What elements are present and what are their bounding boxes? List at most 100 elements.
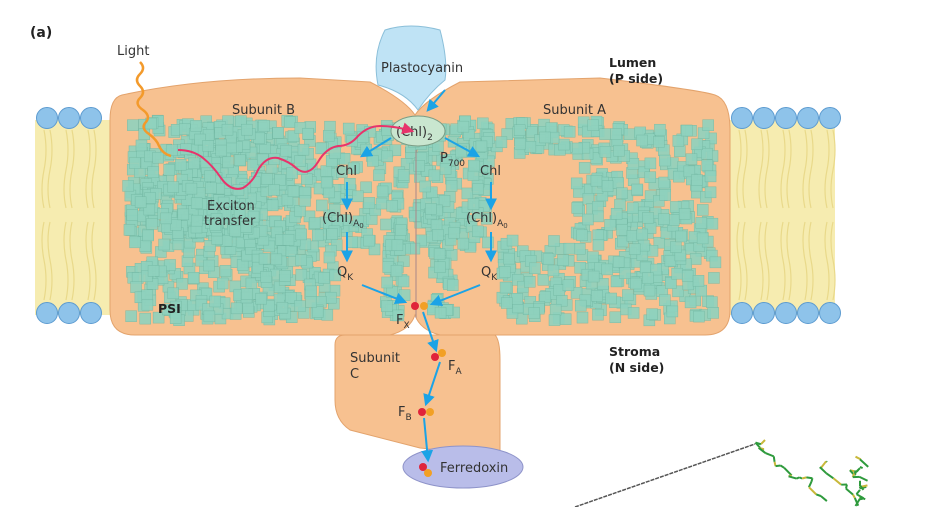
lipid-tail bbox=[764, 221, 770, 301]
molecule-bond bbox=[855, 455, 862, 461]
helix-block bbox=[438, 195, 451, 207]
helix-block bbox=[397, 169, 410, 181]
helix-block bbox=[455, 207, 468, 219]
helix-block bbox=[369, 204, 382, 216]
helix-block bbox=[605, 292, 617, 305]
helix-block bbox=[129, 157, 141, 169]
helix-block bbox=[495, 136, 508, 148]
helix-block bbox=[665, 277, 677, 289]
helix-block bbox=[329, 269, 342, 282]
helix-block bbox=[190, 120, 202, 132]
helix-block bbox=[163, 164, 175, 176]
lipid-tail bbox=[41, 221, 47, 301]
helix-block bbox=[681, 270, 694, 282]
helix-block bbox=[524, 140, 537, 153]
helix-block bbox=[574, 261, 586, 274]
helix-block bbox=[659, 294, 671, 306]
helix-block bbox=[242, 302, 254, 314]
qk-left-label: QK bbox=[337, 265, 354, 283]
helix-block bbox=[318, 272, 330, 284]
helix-block bbox=[276, 301, 289, 314]
helix-block bbox=[599, 146, 612, 158]
helix-block bbox=[499, 281, 512, 294]
helix-block bbox=[147, 265, 160, 277]
helix-block bbox=[352, 215, 365, 228]
helix-block bbox=[587, 251, 599, 263]
helix-block bbox=[639, 261, 652, 274]
subunit-a-label: Subunit A bbox=[543, 103, 606, 118]
helix-block bbox=[174, 159, 187, 171]
helix-block bbox=[480, 213, 493, 225]
helix-block bbox=[285, 291, 297, 304]
helix-block bbox=[263, 300, 275, 312]
helix-block bbox=[434, 306, 447, 319]
helix-block bbox=[203, 259, 215, 272]
lipid-tail bbox=[786, 129, 792, 209]
helix-block bbox=[628, 243, 641, 255]
helix-block bbox=[234, 154, 246, 167]
helix-block bbox=[177, 208, 190, 221]
helix-block bbox=[542, 253, 555, 265]
helix-block bbox=[627, 307, 640, 319]
stroma-label: Stroma bbox=[609, 344, 660, 359]
plastocyanin bbox=[375, 25, 447, 111]
helix-block bbox=[514, 137, 526, 150]
helix-block bbox=[169, 312, 182, 324]
helix-block bbox=[644, 157, 657, 170]
helix-block bbox=[232, 184, 245, 196]
lipid-head bbox=[819, 107, 841, 129]
helix-block bbox=[130, 281, 142, 293]
helix-block bbox=[672, 135, 685, 147]
helix-block bbox=[216, 277, 229, 290]
helix-block bbox=[433, 248, 446, 260]
helix-block bbox=[409, 210, 421, 222]
helix-block bbox=[280, 144, 292, 157]
zoom-leader-line bbox=[574, 443, 756, 507]
helix-block bbox=[139, 312, 152, 325]
helix-block bbox=[126, 209, 139, 221]
helix-block bbox=[286, 167, 298, 179]
helix-block bbox=[258, 252, 271, 265]
helix-block bbox=[146, 218, 158, 230]
helix-block bbox=[653, 195, 665, 207]
lipid-tail bbox=[830, 221, 836, 301]
helix-block bbox=[708, 272, 720, 284]
helix-block bbox=[185, 182, 198, 195]
lipid-tail bbox=[41, 129, 47, 209]
helix-block bbox=[526, 126, 538, 138]
lipid-tail bbox=[780, 129, 786, 209]
helix-block bbox=[650, 263, 662, 276]
molecule-bond bbox=[859, 484, 865, 491]
helix-block bbox=[653, 136, 665, 148]
lipid-head bbox=[797, 107, 819, 129]
helix-block bbox=[122, 180, 134, 192]
molecule-bond bbox=[819, 466, 828, 475]
helix-block bbox=[135, 139, 148, 152]
helix-block bbox=[626, 230, 639, 242]
helix-block bbox=[141, 298, 154, 311]
molecule-bond bbox=[765, 452, 775, 458]
helix-block bbox=[610, 128, 622, 140]
helix-block bbox=[472, 225, 484, 238]
helix-block bbox=[260, 270, 272, 283]
helix-block bbox=[574, 243, 586, 255]
helix-block bbox=[129, 236, 141, 249]
lipid-tail bbox=[786, 221, 792, 301]
helix-block bbox=[563, 126, 576, 138]
lipid-tail bbox=[736, 221, 742, 301]
helix-block bbox=[707, 307, 719, 319]
helix-block bbox=[297, 143, 310, 156]
helix-block bbox=[704, 186, 717, 199]
helix-block bbox=[294, 300, 306, 312]
lipid-head bbox=[775, 107, 797, 129]
helix-block bbox=[381, 300, 393, 312]
molecule-bond bbox=[820, 460, 827, 469]
molecule-bond bbox=[849, 469, 855, 475]
helix-block bbox=[425, 203, 437, 215]
helix-block bbox=[592, 308, 604, 321]
lumen-label: Lumen bbox=[609, 55, 656, 70]
molecule-bond bbox=[853, 467, 861, 475]
helix-block bbox=[674, 145, 686, 157]
helix-block bbox=[570, 287, 583, 299]
